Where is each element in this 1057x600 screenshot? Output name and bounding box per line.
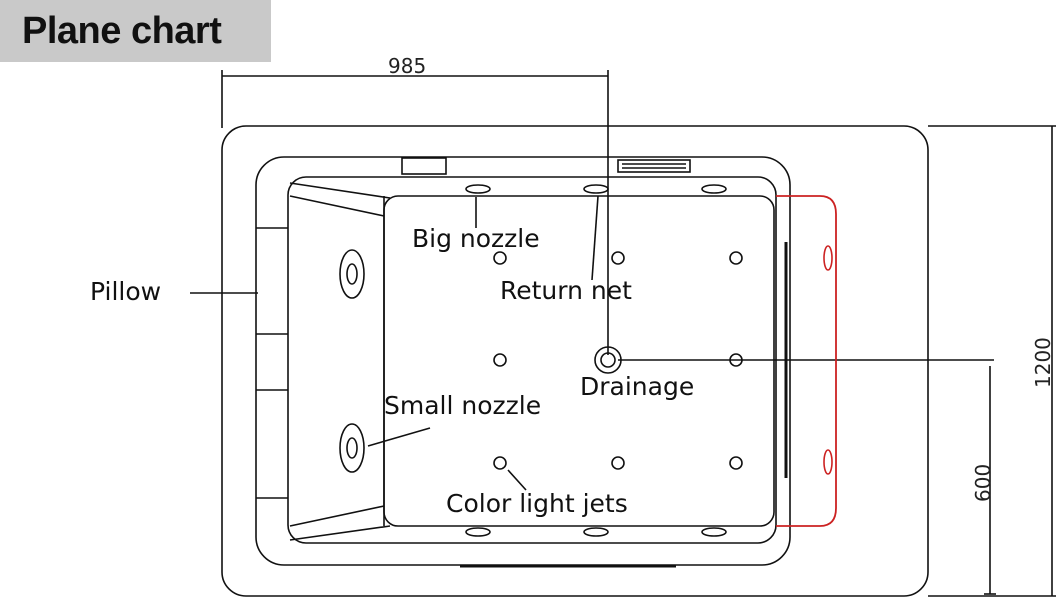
- color-light-jet: [729, 456, 743, 470]
- width-dimension-text: 985: [388, 54, 426, 78]
- color-light-jet: [611, 456, 625, 470]
- big-nozzle: [701, 184, 727, 194]
- big-nozzle: [465, 527, 491, 537]
- color-light-jet: [493, 456, 507, 470]
- drainage-label: Drainage: [580, 372, 694, 401]
- return-net-leader: [591, 195, 599, 281]
- tub-outer-rim: [221, 125, 929, 597]
- big-nozzle-label: Big nozzle: [412, 224, 540, 253]
- small-nozzle: [729, 251, 743, 265]
- length-dimension-text: 1200: [1031, 337, 1055, 388]
- big-nozzle: [583, 527, 609, 537]
- wall-nozzle-upper: [339, 249, 365, 299]
- small-nozzle: [611, 251, 625, 265]
- color-light-jets-label: Color light jets: [446, 489, 628, 518]
- small-nozzle-leader: [367, 427, 431, 447]
- big-nozzle: [583, 184, 609, 194]
- small-nozzle-label: Small nozzle: [384, 391, 541, 420]
- return-net-label: Return net: [500, 276, 632, 305]
- wall-nozzle-lower: [339, 423, 365, 473]
- control-panel-small: [401, 157, 447, 175]
- page-title: Plane chart: [22, 10, 222, 52]
- control-panel-long: [617, 159, 691, 173]
- color-light-jets-leader: [507, 469, 527, 491]
- title-box: Plane chart: [0, 0, 271, 62]
- drain-offset-dimension-text: 600: [971, 464, 995, 502]
- pillow-label: Pillow: [90, 277, 161, 306]
- big-nozzle: [465, 184, 491, 194]
- small-nozzle: [493, 353, 507, 367]
- side-nozzle-lower: [823, 449, 833, 475]
- side-nozzle-upper: [823, 245, 833, 271]
- red-outline: [776, 195, 837, 527]
- small-nozzle: [493, 251, 507, 265]
- big-nozzle: [701, 527, 727, 537]
